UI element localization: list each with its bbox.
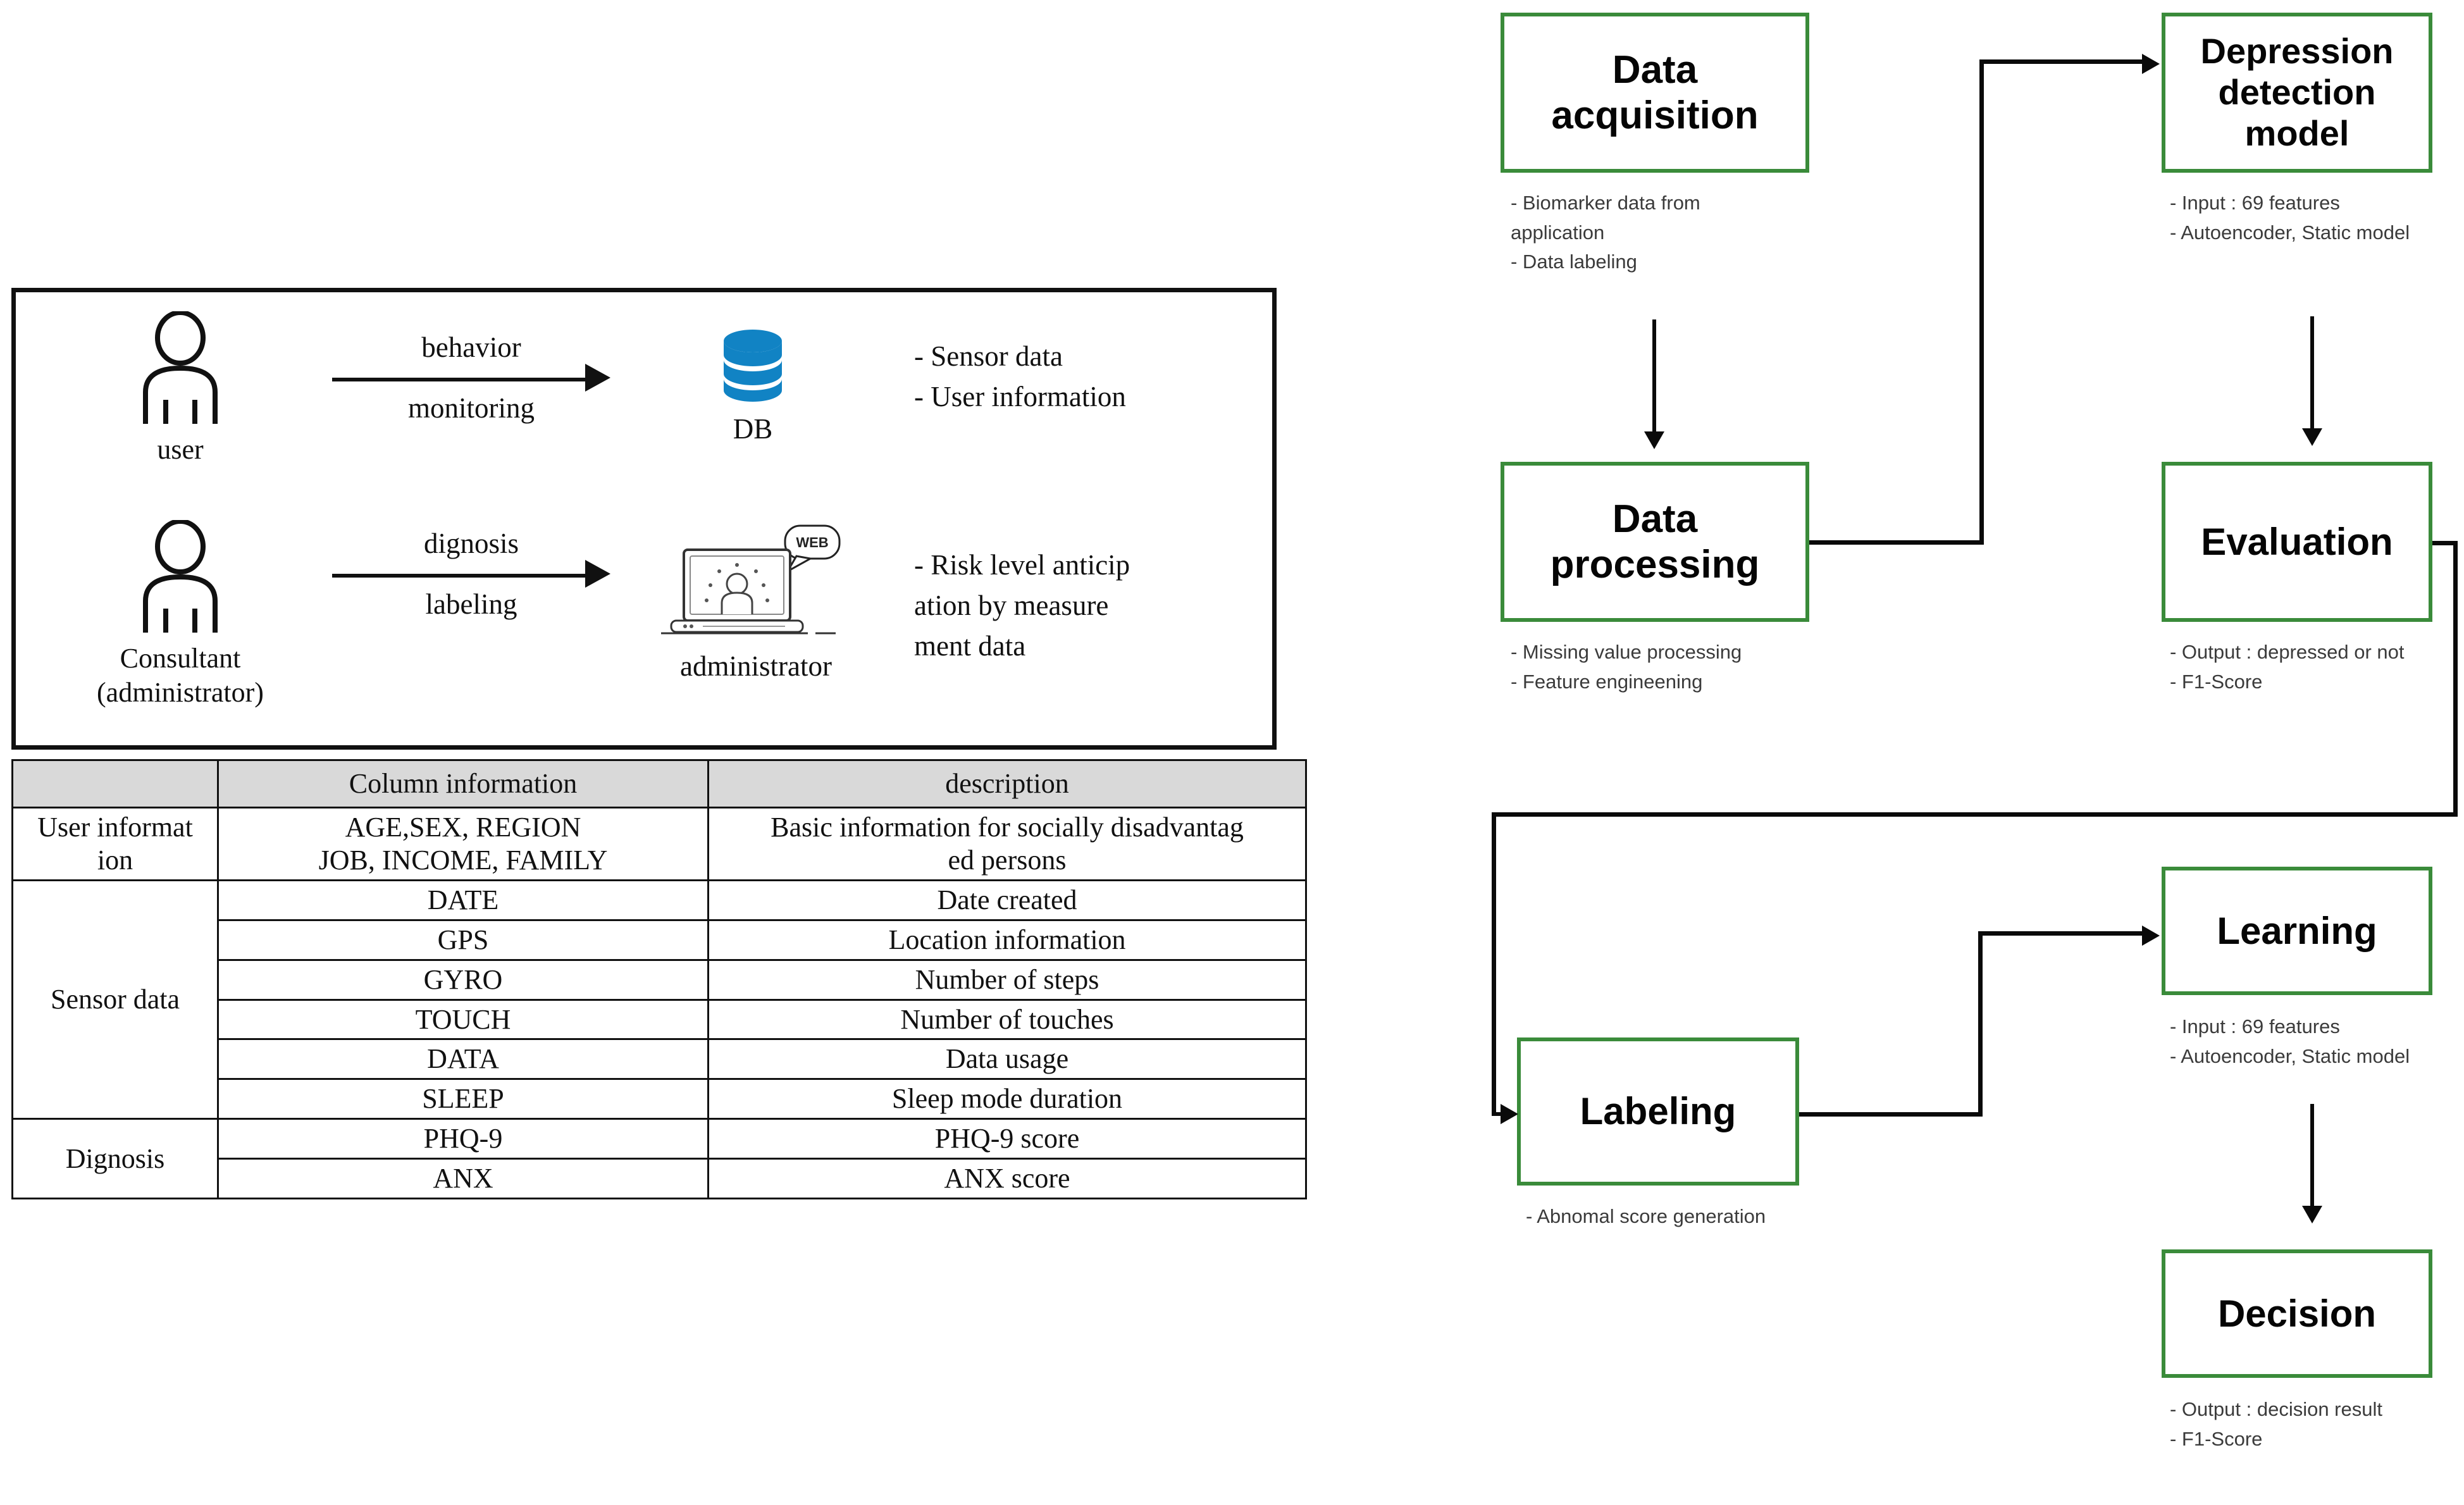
table-cell-group: Sensor data	[11, 879, 219, 1120]
admin-notes: - Risk level anticip ation by measure me…	[914, 549, 1130, 662]
arrow-shaft	[332, 378, 586, 381]
pipeline-flowchart: Data acquisition - Biomarker data from a…	[1487, 0, 2464, 1505]
edge-labeling-to-learning-h2	[1978, 931, 2145, 936]
flow-note-labeling: - Abnomal score generation	[1526, 1205, 1766, 1227]
edge-evaluation-to-labeling-h2	[1492, 812, 2458, 817]
table-header-row: Column information description	[11, 759, 1307, 808]
table-row: GYRO Number of steps	[13, 958, 1307, 1001]
edge-acquisition-to-processing	[1652, 319, 1656, 433]
flow-note-data-acquisition: - Biomarker data from application - Data…	[1511, 192, 1700, 273]
arrow-head-icon	[1501, 1104, 1518, 1124]
table-cell-column: SLEEP	[217, 1078, 709, 1120]
laptop-web-icon: WEB	[629, 523, 882, 643]
actor-user: user	[85, 310, 275, 467]
flow-note-learning: - Input : 69 features - Autoencoder, Sta…	[2170, 1015, 2410, 1067]
flow-box-data-processing[interactable]: Data processing	[1501, 462, 1809, 622]
flow-monitoring-top-label: behavior	[421, 331, 521, 363]
arrow-head-icon	[2142, 54, 2160, 74]
table-cell-description: Basic information for socially disadvant…	[707, 807, 1307, 881]
db-notes: - Sensor data - User information	[914, 340, 1126, 412]
flow-diagnosis-bottom-label: labeling	[425, 588, 517, 620]
table-cell-description: Number of steps	[707, 958, 1307, 1001]
table-cell-description: Location information	[707, 919, 1307, 961]
flow-box-decision[interactable]: Decision	[2162, 1249, 2432, 1378]
flow-note-decision: - Output : decision result - F1-Score	[2170, 1398, 2382, 1450]
table-header-description: description	[707, 759, 1307, 808]
edge-processing-to-model-h1	[1809, 540, 1984, 545]
edge-processing-to-model-h2	[1979, 59, 2145, 64]
flow-monitoring: behavior monitoring	[332, 331, 610, 424]
database-icon	[680, 327, 826, 406]
target-administrator-caption: administrator	[680, 650, 832, 682]
flow-note-data-processing: - Missing value processing - Feature eng…	[1511, 641, 1742, 693]
table-cell-column: GYRO	[217, 958, 709, 1001]
table-row: ANX ANX score	[13, 1158, 1307, 1200]
table-header-column-information: Column information	[217, 759, 709, 808]
edge-evaluation-to-labeling-v2	[1492, 812, 1496, 1116]
table-cell-description: Sleep mode duration	[707, 1078, 1307, 1120]
arrow-head-icon	[585, 560, 610, 588]
svg-text:WEB: WEB	[796, 535, 828, 550]
table-cell-column: ANX	[217, 1158, 709, 1200]
arrow-head-icon	[585, 364, 610, 392]
table-header-group	[11, 759, 219, 808]
edge-processing-to-model-v	[1979, 59, 1984, 544]
arrow-shaft	[332, 574, 586, 578]
flow-box-labeling[interactable]: Labeling	[1517, 1037, 1799, 1186]
flow-box-evaluation[interactable]: Evaluation	[2162, 462, 2432, 622]
flow-note-evaluation: - Output : depressed or not - F1-Score	[2170, 641, 2405, 693]
edge-evaluation-to-labeling-v1	[2453, 541, 2458, 816]
arrow-head-icon	[2302, 1206, 2322, 1223]
table-row: Sensor data DATE Date created	[11, 879, 1307, 1120]
table-row: Dignosis PHQ-9 PHQ-9 score	[11, 1118, 1307, 1200]
target-administrator: WEB administrator	[629, 523, 882, 683]
edge-learning-to-decision	[2310, 1104, 2314, 1208]
flow-monitoring-bottom-label: monitoring	[408, 392, 535, 424]
target-db: DB	[680, 327, 826, 445]
person-icon	[133, 519, 228, 634]
flow-diagnosis-top-label: dignosis	[423, 528, 519, 559]
table-cell-description: Data usage	[707, 1038, 1307, 1081]
table-cell-column: GPS	[217, 919, 709, 961]
flow-note-depression-detection-model: - Input : 69 features - Autoencoder, Sta…	[2170, 192, 2410, 244]
table-cell-column: DATE	[217, 879, 709, 921]
edge-model-to-evaluation	[2310, 316, 2314, 430]
target-db-caption: DB	[733, 413, 773, 445]
system-overview-panel: user Consultant (administrator) behavior…	[11, 288, 1277, 750]
table-row: User informat ion AGE,SEX, REGION JOB, I…	[11, 807, 1307, 881]
actor-consultant-label: Consultant (administrator)	[97, 643, 264, 708]
table-cell-description: Date created	[707, 879, 1307, 921]
table-row: TOUCH Number of touches	[13, 998, 1307, 1041]
table-cell-description: PHQ-9 score	[707, 1118, 1307, 1160]
arrow-head-icon	[2302, 428, 2322, 446]
table-row: DATA Data usage	[13, 1038, 1307, 1081]
flow-diagnosis: dignosis labeling	[332, 528, 610, 620]
table-row: SLEEP Sleep mode duration	[13, 1078, 1307, 1120]
flow-box-data-acquisition[interactable]: Data acquisition	[1501, 13, 1809, 173]
table-cell-column: PHQ-9	[217, 1118, 709, 1160]
flow-box-learning[interactable]: Learning	[2162, 867, 2432, 995]
arrow-head-icon	[2142, 926, 2160, 946]
flow-box-depression-detection-model[interactable]: Depression detection model	[2162, 13, 2432, 173]
actor-user-label: user	[157, 434, 204, 465]
table-row: GPS Location information	[13, 919, 1307, 961]
table-cell-column: AGE,SEX, REGION JOB, INCOME, FAMILY	[217, 807, 709, 881]
person-icon	[133, 310, 228, 425]
edge-labeling-to-learning-h1	[1799, 1112, 1983, 1117]
data-dictionary-table: Column information description User info…	[11, 759, 1307, 1200]
table-cell-description: ANX score	[707, 1158, 1307, 1200]
arrow-head-icon	[1644, 431, 1664, 449]
table-cell-group: Dignosis	[11, 1118, 219, 1200]
table-cell-column: TOUCH	[217, 998, 709, 1041]
table-cell-group: User informat ion	[11, 807, 219, 881]
edge-labeling-to-learning-v	[1978, 931, 1983, 1116]
table-cell-column: DATA	[217, 1038, 709, 1081]
table-cell-description: Number of touches	[707, 998, 1307, 1041]
actor-consultant: Consultant (administrator)	[54, 519, 307, 709]
edge-evaluation-to-labeling-h1	[2432, 541, 2458, 545]
